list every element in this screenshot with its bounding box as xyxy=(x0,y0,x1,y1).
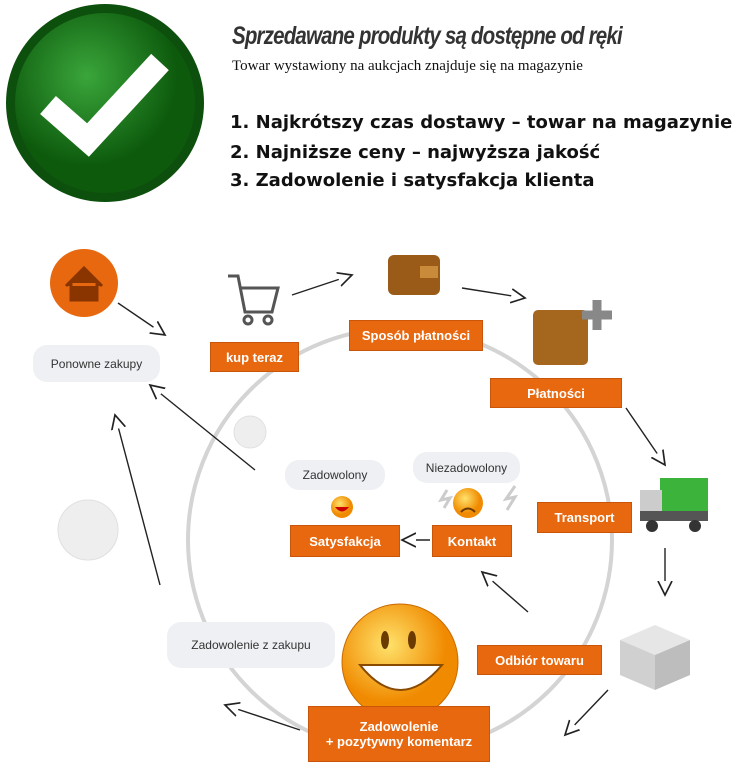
wallet-plus-icon xyxy=(533,300,612,365)
point-3: 3. Zadowolenie i satysfakcja klienta xyxy=(230,170,595,191)
cart-icon xyxy=(228,274,280,326)
step-odbior-towaru: Odbiór towaru xyxy=(477,645,602,675)
truck-icon xyxy=(640,478,708,532)
point-2: 2. Najniższe ceny – najwyższa jakość xyxy=(230,142,601,163)
step-kontakt: Kontakt xyxy=(432,525,512,557)
happy-emoji-icon xyxy=(331,496,353,518)
bubble-niezadowolony: Niezadowolony xyxy=(413,452,520,483)
bubble-ponowne-zakupy: Ponowne zakupy xyxy=(33,345,160,382)
check-icon xyxy=(6,4,204,202)
step-sposob-platnosci: Sposób płatności xyxy=(349,320,483,351)
zadowolenie-line1: Zadowolenie xyxy=(359,719,439,734)
grinning-smiley-icon xyxy=(341,603,459,721)
sad-emoji-icon xyxy=(437,485,519,518)
bubble-zadowolenie-z-zakupu: Zadowolenie z zakupu xyxy=(167,622,335,668)
page-subtitle: Towar wystawiony na aukcjach znajduje si… xyxy=(232,58,583,74)
bubble-zadowolony: Zadowolony xyxy=(285,460,385,490)
zadowolenie-line2: + pozytywny komentarz xyxy=(325,734,473,749)
grey-smiley-icon xyxy=(57,415,267,561)
page-title: Sprzedawane produkty są dostępne od ręki xyxy=(232,22,623,50)
step-kup-teraz: kup teraz xyxy=(210,342,299,372)
home-icon xyxy=(50,249,118,317)
point-1: 1. Najkrótszy czas dostawy – towar na ma… xyxy=(230,112,733,133)
box-icon xyxy=(620,625,690,690)
step-platnosci: Płatności xyxy=(490,378,622,408)
flow-arrows xyxy=(115,275,665,735)
wallet-icon xyxy=(388,255,440,295)
step-transport: Transport xyxy=(537,502,632,533)
step-satysfakcja: Satysfakcja xyxy=(290,525,400,557)
step-zadowolenie: Zadowolenie+ pozytywny komentarz xyxy=(308,706,490,762)
